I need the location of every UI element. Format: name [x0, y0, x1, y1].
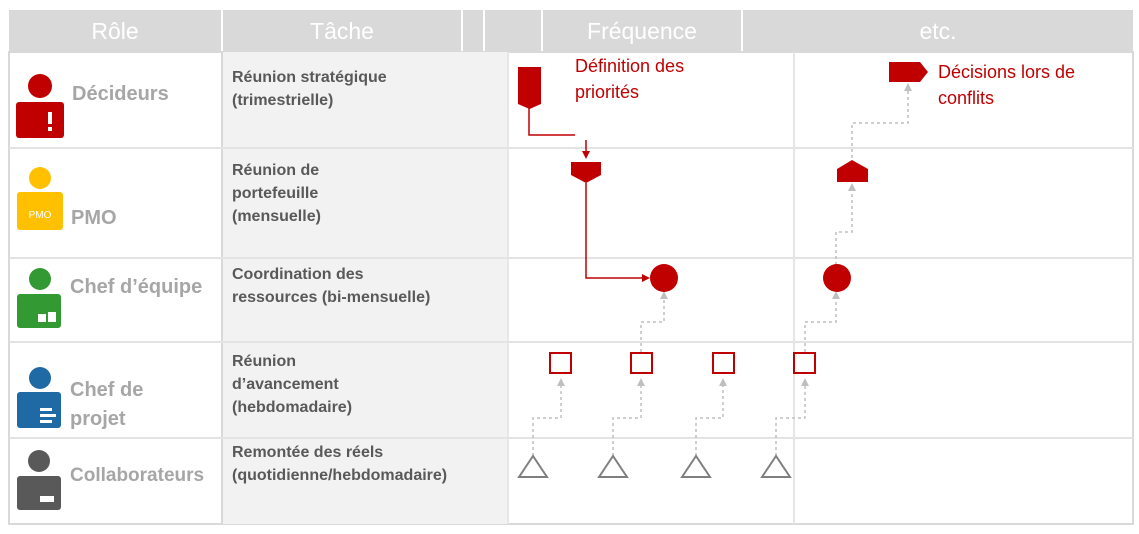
actuals-report-node	[517, 454, 549, 478]
annotation-line: priorités	[575, 82, 640, 102]
task-line: d’avancement	[232, 376, 339, 393]
header-frequency: Fréquence	[543, 10, 741, 52]
pmo-person-icon: PMO	[17, 167, 63, 230]
conflict-decision-shape	[889, 62, 928, 82]
role-chef-equipe: Chef d’équipe	[70, 276, 203, 298]
header-spacer-1	[463, 10, 483, 52]
task-line: Réunion stratégique	[232, 69, 387, 86]
role-collaborateurs: Collaborateurs	[70, 465, 205, 486]
progress-meeting-node	[549, 352, 572, 374]
priorities-annotation: Définition des priorités	[575, 53, 684, 105]
progress-meeting-node	[793, 352, 816, 374]
chef-projet-person-icon	[17, 367, 61, 428]
flow-connector-gray	[612, 378, 645, 456]
task-collaborateurs: Remontée des réels (quotidienne/hebdomad…	[232, 441, 447, 487]
header-frequency-label: Fréquence	[587, 18, 697, 44]
chef-equipe-person-icon	[17, 268, 61, 328]
team-coordination-node	[650, 264, 678, 292]
role-chef-projet: Chef de projet	[70, 376, 143, 434]
header-role-label: Rôle	[91, 18, 139, 44]
conflicts-annotation: Décisions lors de conflits	[938, 59, 1075, 111]
flow-connector-gray	[835, 183, 856, 265]
role-chef-projet-line2: projet	[70, 408, 126, 430]
role-chef-projet-line1: Chef de	[70, 379, 144, 401]
portfolio-escalation-shape	[837, 160, 868, 182]
task-line: (mensuelle)	[232, 208, 321, 225]
task-line: (quotidienne/hebdomadaire)	[232, 467, 448, 484]
task-line: Réunion	[232, 353, 296, 370]
priority-definition-shape	[518, 67, 541, 109]
header-etc-label: etc.	[919, 18, 957, 44]
task-line: (trimestrielle)	[232, 92, 334, 109]
actuals-report-node	[597, 454, 629, 478]
flow-connector-red	[528, 107, 575, 136]
task-chef-equipe: Coordination des ressources (bi-mensuell…	[232, 263, 430, 309]
task-line: portefeuille	[232, 185, 319, 202]
progress-meeting-node	[712, 352, 735, 374]
task-chef-projet: Réunion d’avancement (hebdomadaire)	[232, 350, 352, 419]
actuals-report-node	[760, 454, 792, 478]
flow-connector-gray	[695, 378, 727, 456]
task-line: (hebdomadaire)	[232, 399, 353, 416]
header-etc: etc.	[743, 10, 1133, 52]
annotation-line: Définition des	[575, 56, 685, 76]
flow-connector-gray	[532, 378, 565, 456]
flow-connector-gray	[640, 291, 668, 352]
task-line: Réunion de	[232, 162, 320, 179]
annotation-line: Décisions lors de	[938, 62, 1076, 82]
flow-connector-gray	[851, 83, 912, 158]
flow-connector-gray	[775, 378, 809, 456]
role-pmo: PMO	[71, 207, 117, 229]
flow-connector-gray	[804, 291, 840, 352]
task-line: Coordination des	[232, 266, 364, 283]
header-task: Tâche	[223, 10, 461, 52]
header-task-label: Tâche	[310, 18, 374, 44]
flow-connector-red-arrow	[585, 183, 650, 282]
collaborateur-person-icon	[17, 450, 61, 510]
header-spacer-2	[485, 10, 541, 52]
annotation-line: conflits	[938, 88, 995, 108]
actuals-report-node	[680, 454, 712, 478]
decideur-person-icon	[16, 74, 64, 138]
task-decideurs: Réunion stratégique (trimestrielle)	[232, 66, 387, 112]
portfolio-review-shape	[571, 162, 601, 183]
role-decideurs: Décideurs	[72, 83, 169, 105]
team-coordination-node	[823, 264, 851, 292]
task-line: ressources (bi-mensuelle)	[232, 289, 431, 306]
progress-meeting-node	[630, 352, 653, 374]
task-line: Remontée des réels	[232, 444, 384, 461]
header-role: Rôle	[9, 10, 221, 52]
task-pmo: Réunion de portefeuille (mensuelle)	[232, 159, 321, 228]
pmo-badge-text: PMO	[29, 210, 52, 221]
